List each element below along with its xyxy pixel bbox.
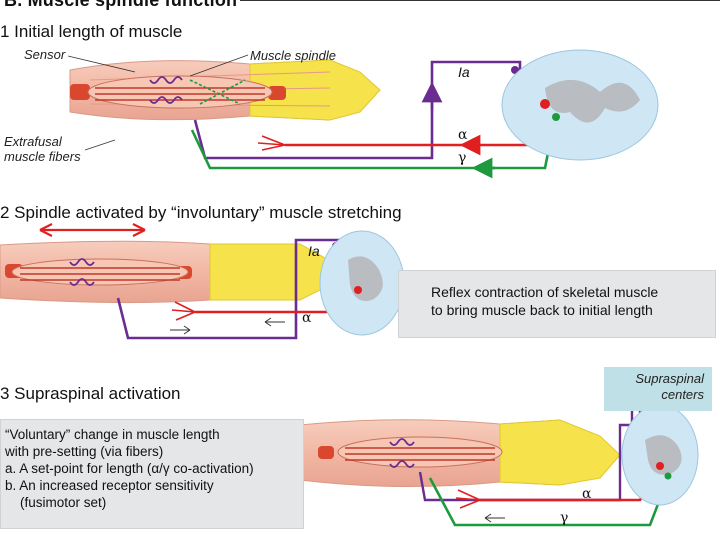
section-1-title: 1 Initial length of muscle	[0, 22, 183, 41]
panel-1-artwork	[69, 49, 659, 179]
figure-title: B. Muscle spindle function	[4, 0, 244, 11]
extrafusal-label-line1: Extrafusal	[4, 134, 62, 149]
sensor-label: Sensor	[24, 47, 66, 62]
voluntary-line2: with pre-setting (via fibers)	[5, 444, 164, 459]
extrafusal-label-line2: muscle fibers	[4, 149, 81, 164]
alpha-label-2: α	[302, 310, 312, 326]
reflex-callout: Reflex contraction of skeletal muscle to…	[398, 270, 716, 338]
voluntary-line4: b. An increased receptor sensitivity	[5, 478, 214, 493]
ia-label-1: Ia	[458, 64, 470, 80]
spinal-cord-1	[501, 49, 659, 161]
ia-label-2: Ia	[308, 243, 320, 259]
voluntary-callout: “Voluntary” change in muscle length with…	[0, 419, 304, 529]
spinal-cord-2	[319, 230, 405, 336]
reflex-callout-line1: Reflex contraction of skeletal muscle	[431, 284, 659, 300]
section-2-title: 2 Spindle activated by “involuntary” mus…	[0, 203, 402, 222]
alpha-label-3: α	[582, 486, 592, 502]
reflex-callout-line2: to bring muscle back to initial length	[431, 302, 653, 318]
panel-3-artwork	[299, 401, 699, 527]
muscle-spindle-3	[337, 436, 503, 468]
panel-2-artwork	[0, 223, 405, 340]
voluntary-line5: (fusimotor set)	[20, 495, 107, 510]
supraspinal-centers-box: Supraspinal centers	[604, 367, 712, 411]
gamma-label-1: γ	[458, 150, 467, 166]
supraspinal-line2: centers	[661, 387, 704, 402]
supraspinal-line1: Supraspinal	[635, 371, 704, 386]
title-rule	[240, 0, 720, 1]
alpha-label-1: α	[458, 127, 468, 143]
muscle-spindle-1	[87, 75, 273, 109]
muscle-spindle-label: Muscle spindle	[250, 48, 336, 63]
spinal-cord-3	[621, 404, 699, 506]
voluntary-line1: “Voluntary” change in muscle length	[5, 427, 220, 442]
section-3-title: 3 Supraspinal activation	[0, 384, 181, 403]
voluntary-line3: a. A set-point for length (α/γ co-activa…	[5, 461, 254, 476]
muscle-spindle-2	[11, 258, 189, 286]
gamma-label-3: γ	[560, 510, 569, 526]
extrafusal-label: Extrafusal muscle fibers	[4, 134, 81, 164]
